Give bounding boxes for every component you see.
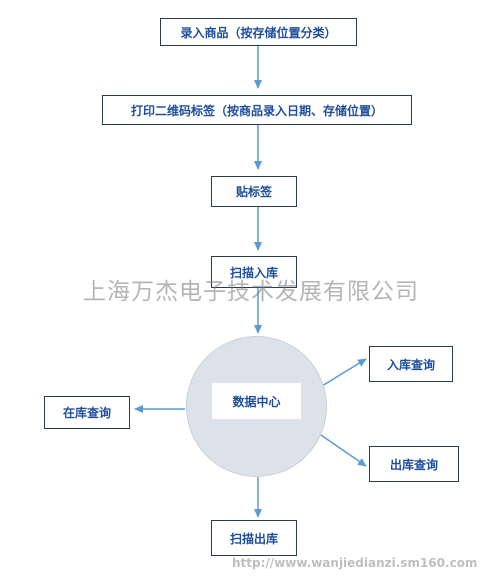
arrow-center-to-inbound	[321, 358, 367, 387]
company-watermark: 上海万杰电子技术发展有限公司	[83, 279, 419, 305]
node-enter-goods: 录入商品（按存储位置分类）	[160, 18, 357, 46]
node-stock-query: 在库查询	[44, 396, 130, 429]
node-scan-out: 扫描出库	[211, 520, 297, 556]
node-apply-label: 贴标签	[211, 176, 297, 207]
node-scan-in: 扫描入库	[211, 256, 297, 288]
node-outbound-query: 出库查询	[369, 446, 459, 482]
url-watermark: http://www.wanjiedianzi.sm160.com	[232, 556, 478, 570]
node-print-qrcode: 打印二维码标签（按商品录入日期、存储位置）	[102, 95, 412, 125]
arrow-center-to-outbound	[317, 432, 367, 467]
node-inbound-query: 入库查询	[369, 346, 453, 382]
node-data-center: 数据中心	[212, 383, 301, 419]
